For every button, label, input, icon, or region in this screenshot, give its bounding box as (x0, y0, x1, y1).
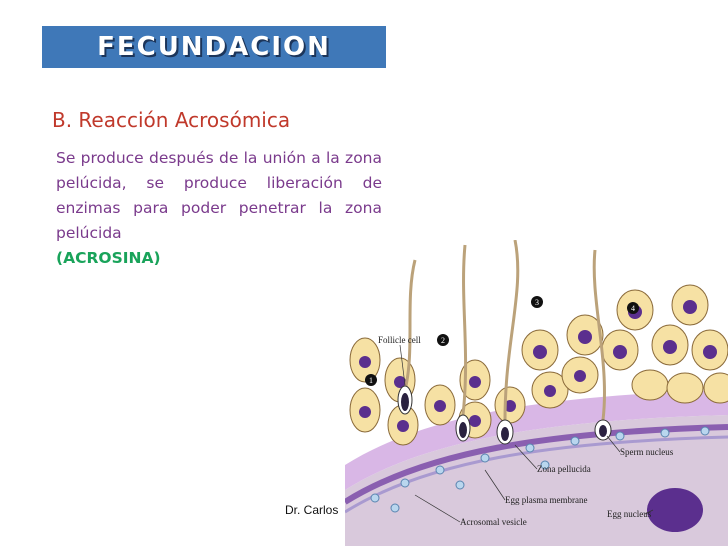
egg-membrane-inner (345, 435, 728, 514)
step-number-2: 2 (441, 336, 445, 345)
slide-title: FECUNDACION (97, 32, 331, 62)
follicle-nuclei (359, 300, 717, 432)
highlight-term: (ACROSINA) (56, 249, 161, 267)
step-marker-2 (437, 334, 449, 346)
step-markers (365, 296, 639, 386)
step-numbers: 1 2 3 4 (369, 298, 635, 385)
body-paragraph: Se produce después de la unión a la zona… (56, 146, 382, 271)
sperm-tails (403, 240, 606, 421)
step-marker-3 (531, 296, 543, 308)
acrosome-reaction-illustration: 1 2 3 4 Follicle cell Zona pellucida Egg… (345, 240, 728, 546)
label-follicle-cell: Follicle cell (378, 335, 421, 345)
egg-cytoplasm (345, 415, 728, 546)
sperm-heads (397, 385, 612, 445)
zona-pellucida (345, 390, 728, 490)
step-number-1: 1 (369, 376, 373, 385)
egg-nucleus (647, 488, 703, 532)
slide-subtitle: B. Reacción Acrosómica (52, 108, 291, 132)
body-text: Se produce después de la unión a la zona… (56, 149, 382, 242)
label-sperm-nucleus: Sperm nucleus (620, 447, 674, 457)
label-egg-plasma-membrane: Egg plasma membrane (505, 495, 587, 505)
label-acrosomal-vesicle: Acrosomal vesicle (460, 517, 527, 527)
step-marker-1 (365, 374, 377, 386)
step-number-3: 3 (535, 298, 539, 307)
egg-membrane (345, 424, 728, 505)
label-leader-lines (399, 344, 654, 523)
label-zona-pellucida: Zona pellucida (537, 464, 591, 474)
author-credit: Dr. Carlos (285, 503, 339, 517)
step-marker-4 (627, 302, 639, 314)
follicle-cells (349, 284, 728, 446)
title-banner: FECUNDACION (42, 26, 386, 68)
label-egg-nucleus: Egg nucleus (607, 509, 652, 519)
step-number-4: 4 (631, 304, 635, 313)
cortical-granules (370, 426, 710, 513)
